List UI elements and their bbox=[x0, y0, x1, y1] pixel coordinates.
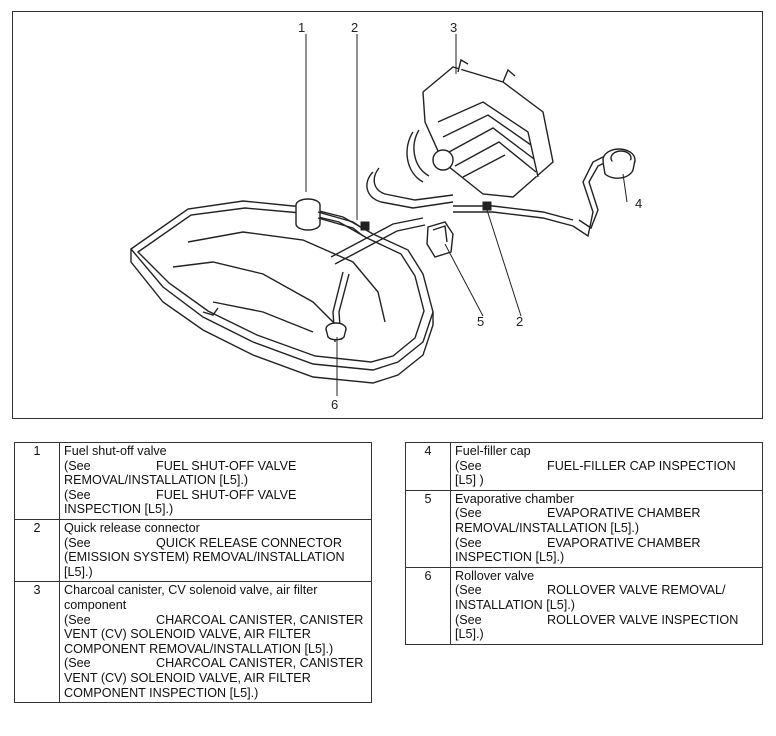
reference-link[interactable]: FUEL SHUT-OFF VALVE REMOVAL/INSTALLATION… bbox=[64, 458, 297, 488]
callout-labels: 1 2 3 4 5 2 6 bbox=[298, 20, 642, 412]
see-label: (See bbox=[455, 458, 482, 473]
callout-2-top: 2 bbox=[351, 20, 358, 35]
item-number: 2 bbox=[14, 518, 60, 583]
see-label: (See bbox=[64, 656, 91, 671]
see-label: (See bbox=[64, 535, 91, 550]
see-label: (See bbox=[64, 612, 91, 627]
item-title: Quick release connector bbox=[64, 520, 200, 535]
item-description: Charcoal canister, CV solenoid valve, ai… bbox=[59, 581, 372, 704]
reference-link[interactable]: ROLLOVER VALVE REMOVAL/ INSTALLATION [L5… bbox=[455, 583, 726, 612]
leader-lines bbox=[305, 34, 628, 396]
reference-link[interactable]: ROLLOVER VALVE INSPECTION [L5].) bbox=[455, 612, 739, 642]
item-number: 6 bbox=[405, 566, 451, 645]
see-label: (See bbox=[455, 535, 482, 550]
item-title: Evaporative chamber bbox=[455, 491, 575, 506]
reference-link[interactable]: EVAPORATIVE CHAMBER REMOVAL/INSTALLATION… bbox=[455, 506, 701, 535]
fuel-filler-cap bbox=[602, 148, 636, 179]
item-number: 3 bbox=[14, 581, 60, 704]
callout-5: 5 bbox=[477, 314, 484, 329]
see-label: (See bbox=[64, 458, 91, 473]
item-number: 1 bbox=[14, 442, 60, 520]
item-title: Charcoal canister, CV solenoid valve, ai… bbox=[64, 583, 318, 612]
item-title: Fuel shut-off valve bbox=[64, 444, 167, 458]
callout-1: 1 bbox=[298, 20, 305, 35]
component-diagram: 1 2 3 4 5 2 6 bbox=[12, 11, 763, 419]
callout-6: 6 bbox=[331, 397, 338, 412]
see-label: (See bbox=[64, 487, 91, 502]
reference-link[interactable]: EVAPORATIVE CHAMBER INSPECTION [L5].) bbox=[455, 535, 701, 565]
callout-4: 4 bbox=[635, 196, 642, 211]
item-title: Rollover valve bbox=[455, 568, 535, 583]
fuel-shutoff-valve bbox=[295, 198, 366, 237]
see-label: (See bbox=[455, 583, 482, 598]
fuel-system-illustration: 1 2 3 4 5 2 6 bbox=[129, 20, 642, 412]
see-label: (See bbox=[455, 506, 482, 521]
callout-2-bottom: 2 bbox=[516, 314, 523, 329]
reference-link[interactable]: CHARCOAL CANISTER, CANISTER VENT (CV) SO… bbox=[64, 656, 364, 700]
vapor-hoses bbox=[330, 129, 616, 343]
reference-link[interactable]: CHARCOAL CANISTER, CANISTER VENT (CV) SO… bbox=[64, 612, 364, 656]
item-number: 5 bbox=[405, 489, 451, 568]
item-title: Fuel-filler cap bbox=[455, 444, 531, 458]
see-label: (See bbox=[455, 612, 482, 627]
item-number: 4 bbox=[405, 442, 451, 491]
reference-link[interactable]: FUEL SHUT-OFF VALVE INSPECTION [L5].) bbox=[64, 487, 297, 517]
reference-link[interactable]: QUICK RELEASE CONNECTOR (EMISSION SYSTEM… bbox=[64, 535, 345, 579]
reference-link[interactable]: FUEL-FILLER CAP INSPECTION [L5] ) bbox=[455, 458, 736, 488]
fuel-tank bbox=[129, 200, 434, 384]
charcoal-canister bbox=[422, 58, 554, 198]
evaporative-chamber bbox=[426, 221, 454, 258]
rollover-valve bbox=[325, 322, 347, 341]
callout-3: 3 bbox=[450, 20, 457, 35]
